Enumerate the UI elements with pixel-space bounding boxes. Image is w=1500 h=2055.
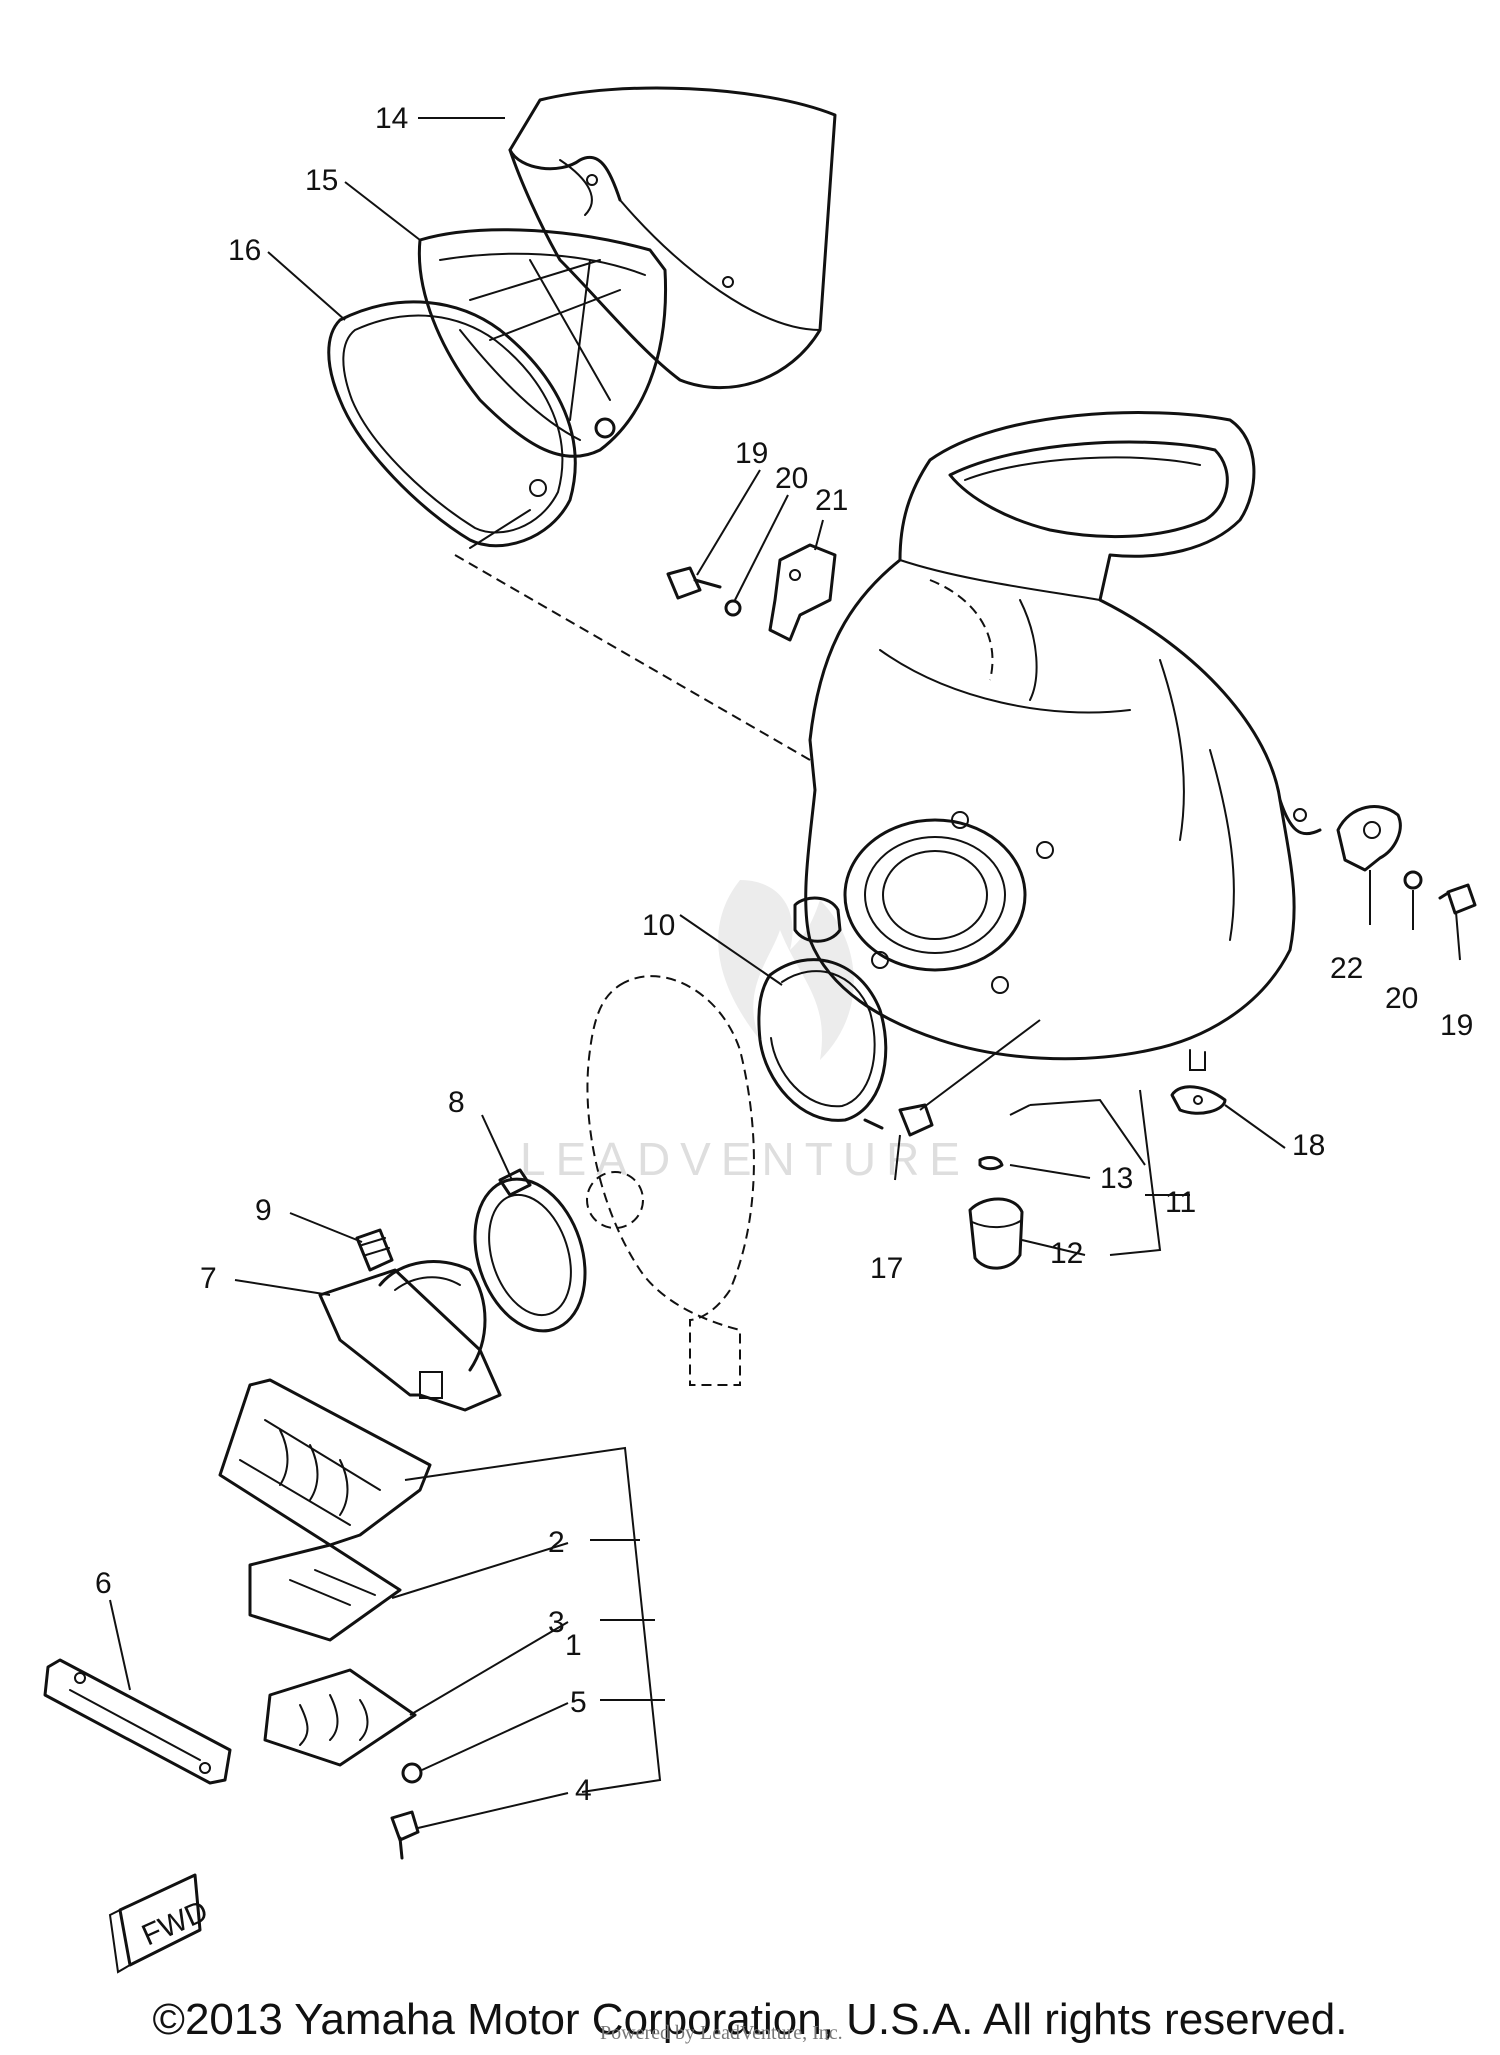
leader-lines <box>109 117 1461 1829</box>
callout-2: 2 <box>548 1526 565 1559</box>
callout-1: 1 <box>565 1629 582 1662</box>
part-19-bolt-right <box>1438 883 1477 915</box>
callout-20-top: 20 <box>775 462 808 495</box>
fwd-marker: FWD <box>108 1873 213 1974</box>
part-12-drain-cap <box>968 1197 1024 1270</box>
assembly-line-ring <box>454 554 811 761</box>
callout-18: 18 <box>1292 1129 1325 1162</box>
callout-7: 7 <box>200 1262 217 1295</box>
part-10-clamp-band <box>757 896 888 1130</box>
part-5-washer <box>401 1762 423 1784</box>
callout-21: 21 <box>815 484 848 517</box>
part-6-gasket <box>43 1658 232 1785</box>
callout-15: 15 <box>305 164 338 197</box>
part-17-clip <box>898 1103 934 1137</box>
watermark-text: LEADVENTURE <box>520 1133 970 1185</box>
callout-16: 16 <box>228 234 261 267</box>
part-20-washer-top <box>724 599 742 617</box>
callout-19-top: 19 <box>735 437 768 470</box>
part-21-bracket <box>768 543 837 642</box>
callout-14: 14 <box>375 102 408 135</box>
callout-labels: 1 2 3 4 5 6 7 8 9 10 11 12 13 14 15 16 1… <box>95 102 1473 1807</box>
intake-gasket <box>586 975 755 1386</box>
part-14-filter-cover <box>508 86 837 390</box>
part-7-intake-manifold <box>318 1260 502 1412</box>
part-15-filter-cage <box>417 228 668 458</box>
callout-3: 3 <box>548 1606 565 1639</box>
callout-22: 22 <box>1330 952 1363 985</box>
callout-17: 17 <box>870 1252 903 1285</box>
part-3-reed-stopper <box>263 1668 417 1767</box>
watermark-logo: LEADVENTURE <box>520 880 970 1185</box>
part-2-reed-plate <box>248 1543 402 1642</box>
part-22-clamp <box>1336 805 1402 872</box>
copyright-notice: ©2013 Yamaha Motor Corporation, U.S.A. A… <box>152 1995 1348 2044</box>
callout-19-right: 19 <box>1440 1009 1473 1042</box>
callout-10: 10 <box>642 909 675 942</box>
callout-4: 4 <box>575 1774 592 1807</box>
callout-20-right: 20 <box>1385 982 1418 1015</box>
part-4-screw <box>390 1810 420 1860</box>
callout-13: 13 <box>1100 1162 1133 1195</box>
callout-5: 5 <box>570 1686 587 1719</box>
part-18-grommet <box>1170 1085 1227 1115</box>
part-9-screw <box>355 1228 394 1272</box>
part-20-washer-right <box>1403 870 1423 890</box>
part-13-clip <box>978 1156 1004 1171</box>
part-16-ring-gasket <box>327 300 577 548</box>
copyright-credit: Powered by LeadVenture, Inc. <box>600 2022 843 2044</box>
airbox-housing <box>804 411 1322 1071</box>
callout-6: 6 <box>95 1567 112 1600</box>
callout-11: 11 <box>1165 1186 1196 1219</box>
callout-12: 12 <box>1050 1237 1083 1270</box>
callout-9: 9 <box>255 1194 272 1227</box>
callout-8: 8 <box>448 1086 465 1119</box>
part-1-reed-valve-assembly <box>218 1378 432 1547</box>
part-8-hose-clamp <box>473 1168 587 1333</box>
part-19-bolt-top <box>666 566 722 600</box>
